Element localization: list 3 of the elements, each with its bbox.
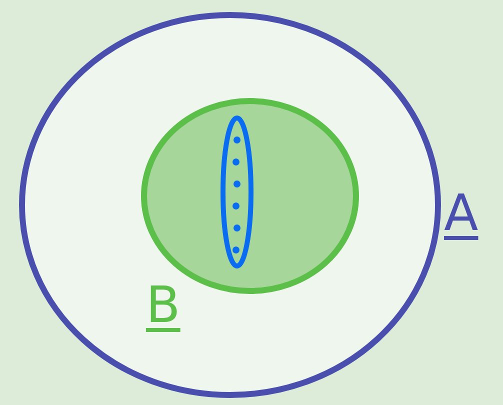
- set-label: A: [444, 188, 478, 238]
- dotted-ellipse: [220, 114, 254, 270]
- set-label: B: [146, 280, 180, 330]
